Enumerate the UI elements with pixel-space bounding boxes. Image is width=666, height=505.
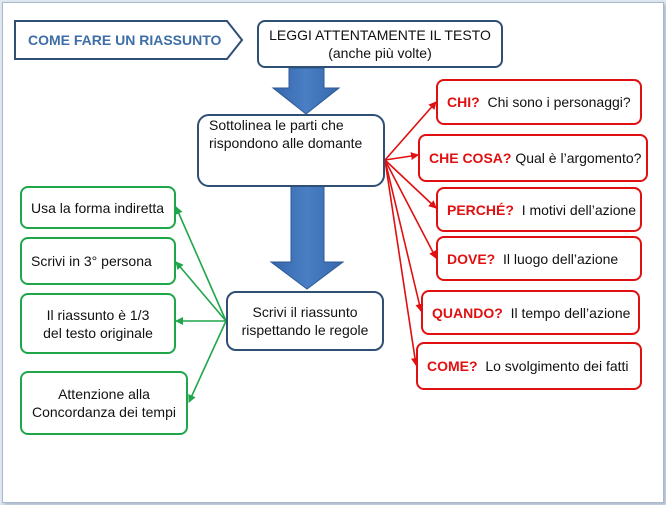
- down-arrow-2: [269, 185, 345, 290]
- page-title: COME FARE UN RIASSUNTO: [28, 32, 222, 48]
- underline-line1: Sottolinea le parti che: [209, 117, 344, 133]
- question-box-dove: DOVE? Il luogo dell’azione: [436, 236, 642, 281]
- write-summary-box: Scrivi il riassunto rispettando le regol…: [226, 291, 384, 351]
- rule-box-tenses: Attenzione alla Concordanza dei tempi: [20, 371, 188, 435]
- question-box-quando: QUANDO? Il tempo dell’azione: [421, 290, 640, 335]
- read-text-line2: (anche più volte): [328, 45, 432, 61]
- underline-line2: rispondono alle domante: [209, 135, 363, 151]
- rule-text-line1: Il riassunto è 1/3: [46, 306, 150, 323]
- rule-box-third-person: Scrivi in 3° persona: [20, 237, 176, 285]
- question-keyword: QUANDO?: [432, 304, 503, 321]
- rule-text: Scrivi in 3° persona: [31, 253, 152, 269]
- question-text: Il tempo dell’azione: [510, 304, 631, 321]
- down-arrow-1: [271, 67, 341, 115]
- title-shape: [14, 20, 244, 60]
- question-keyword: CHE COSA?: [429, 150, 512, 166]
- read-text-box: LEGGI ATTENTAMENTE IL TESTO (anche più v…: [257, 20, 503, 68]
- question-text: I motivi dell’azione: [521, 201, 637, 218]
- question-text: Chi sono i personaggi?: [487, 94, 631, 110]
- question-keyword: COME?: [427, 358, 478, 374]
- question-keyword: PERCHÉ?: [447, 201, 514, 218]
- question-keyword: DOVE?: [447, 250, 496, 267]
- underline-box: Sottolinea le parti che rispondono alle …: [197, 114, 385, 187]
- question-arrows: [384, 101, 437, 366]
- write-summary-line2: rispettando le regole: [241, 322, 369, 338]
- question-box-chi: CHI? Chi sono i personaggi?: [436, 79, 642, 125]
- question-text: Il luogo dell’azione: [503, 250, 619, 267]
- question-keyword: CHI?: [447, 94, 480, 110]
- rule-text-line1: Attenzione alla: [58, 386, 150, 402]
- question-box-che-cosa: CHE COSA? Qual è l’argomento?: [418, 134, 648, 182]
- rule-box-one-third: Il riassunto è 1/3 del testo originale: [20, 293, 176, 354]
- read-text-line1: LEGGI ATTENTAMENTE IL TESTO: [269, 27, 491, 43]
- question-text: Lo svolgimento dei fatti: [485, 358, 629, 374]
- rule-text-line2: del testo originale: [43, 324, 153, 341]
- rule-text: Usa la forma indiretta: [31, 199, 165, 216]
- rule-arrows: [175, 206, 227, 403]
- question-text: Qual è l’argomento?: [515, 150, 642, 166]
- rule-box-indirect: Usa la forma indiretta: [20, 186, 176, 229]
- write-summary-line1: Scrivi il riassunto: [252, 304, 358, 320]
- question-box-perche: PERCHÉ? I motivi dell’azione: [436, 187, 642, 232]
- question-box-come: COME? Lo svolgimento dei fatti: [416, 342, 642, 390]
- rule-text-line2: Concordanza dei tempi: [32, 404, 176, 420]
